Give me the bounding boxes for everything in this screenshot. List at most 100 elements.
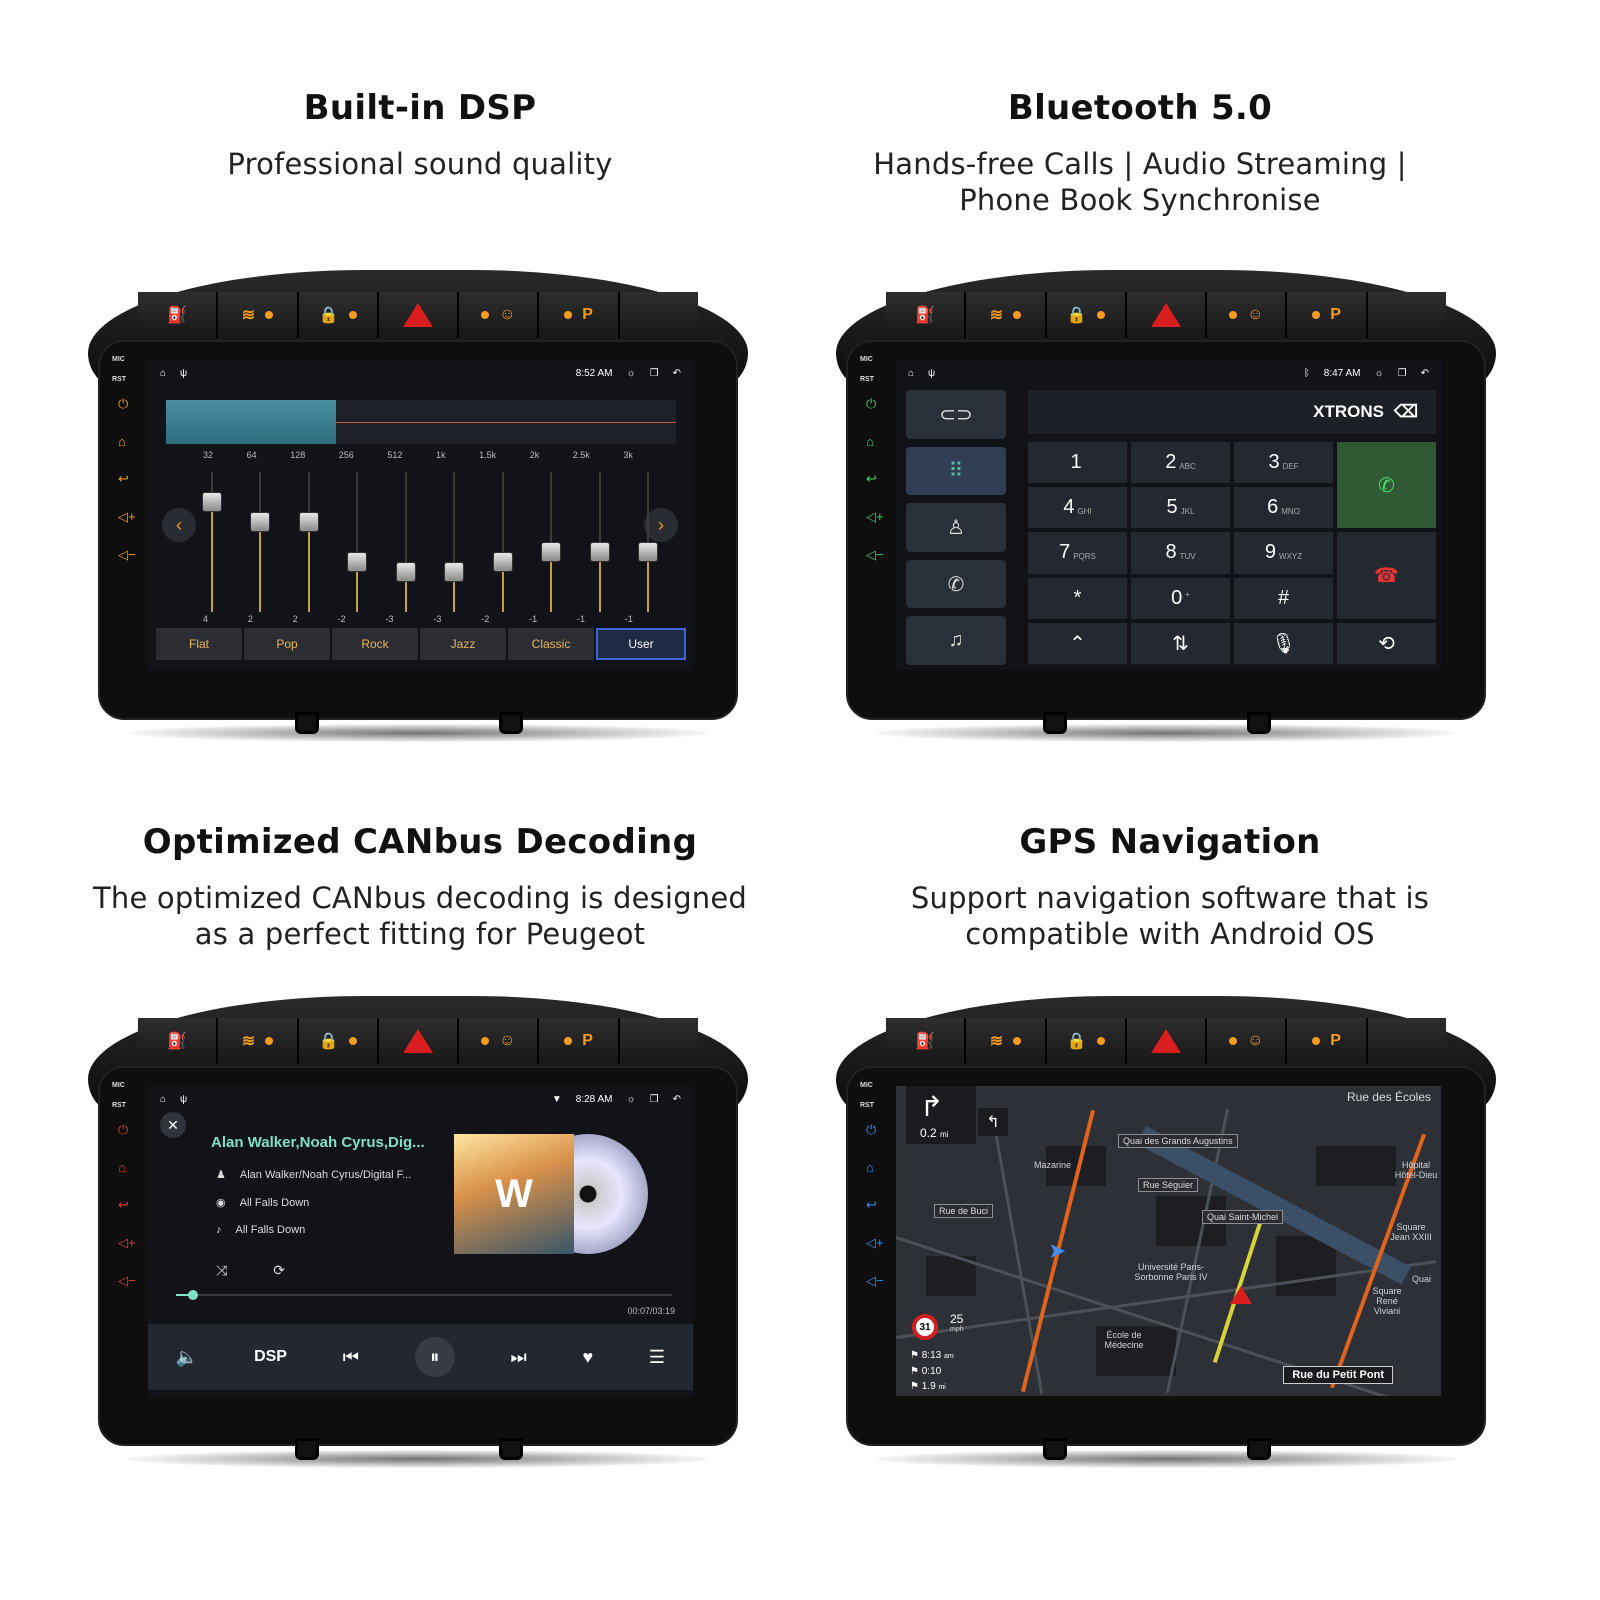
call-button[interactable]: ✆	[1337, 442, 1436, 529]
call-log-tab[interactable]: ✆	[906, 559, 1006, 609]
progress-bar[interactable]	[176, 1290, 672, 1300]
fuel-button[interactable]: ⛽	[138, 292, 219, 338]
eq-slider[interactable]	[249, 472, 271, 612]
mute-button[interactable]: 🎙	[1234, 622, 1333, 664]
key-1[interactable]: 1	[1028, 442, 1127, 484]
back-icon[interactable]: ↶	[672, 1093, 681, 1105]
volume-down-icon[interactable]: ◁−	[866, 1273, 884, 1288]
eq-slider-knob[interactable]	[347, 552, 368, 572]
eq-slider[interactable]	[492, 472, 514, 612]
contacts-tab[interactable]: ♙	[906, 503, 1006, 552]
airbag-button[interactable]: ☺	[1207, 292, 1288, 338]
eq-slider-knob[interactable]	[444, 562, 465, 582]
airbag-button[interactable]: ☺	[1207, 1018, 1288, 1064]
home-icon[interactable]: ⌂	[118, 434, 126, 449]
preset-flat[interactable]: Flat	[156, 628, 242, 660]
hazard-button[interactable]	[378, 1018, 460, 1064]
eq-slider[interactable]	[298, 472, 320, 612]
map[interactable]: ➤ Quai des Grands Augustins Rue Séguier …	[896, 1086, 1441, 1396]
parking-button[interactable]: P	[539, 292, 620, 338]
power-icon[interactable]: ⏻	[118, 1122, 129, 1137]
dialpad-tab[interactable]: ⠿	[906, 446, 1006, 496]
preset-classic[interactable]: Classic	[508, 628, 594, 660]
home-icon[interactable]: ⌂	[866, 1160, 874, 1175]
back-icon[interactable]: ↩	[866, 1197, 877, 1212]
power-icon[interactable]: ⏻	[118, 396, 129, 411]
blank-button[interactable]	[1367, 292, 1446, 338]
eq-slider[interactable]	[395, 472, 417, 612]
switch-button[interactable]: ⟲	[1337, 622, 1436, 664]
music-tab[interactable]: ♫	[906, 616, 1006, 665]
close-button[interactable]: ✕	[160, 1112, 186, 1138]
shuffle-icon[interactable]: ⤨	[216, 1262, 228, 1278]
recent-apps-icon[interactable]: ❐	[1397, 367, 1407, 379]
eq-slider[interactable]	[589, 472, 611, 612]
preset-jazz[interactable]: Jazz	[420, 628, 506, 660]
hang-up-button[interactable]: ☎	[1337, 532, 1436, 619]
home-icon[interactable]: ⌂	[160, 1093, 167, 1105]
brightness-icon[interactable]: ☼	[626, 367, 636, 379]
next-arrow-button[interactable]: ›	[644, 508, 678, 542]
eq-slider[interactable]	[443, 472, 465, 612]
progress-knob[interactable]	[188, 1290, 199, 1300]
hazard-button[interactable]	[1126, 292, 1208, 338]
volume-up-icon[interactable]: ◁+	[118, 1235, 136, 1250]
pause-button[interactable]: ⏸	[414, 1337, 455, 1377]
eq-slider-knob[interactable]	[638, 542, 658, 562]
eq-slider-knob[interactable]	[541, 542, 562, 562]
recent-apps-icon[interactable]: ❐	[649, 367, 659, 379]
parking-button[interactable]: P	[539, 1018, 620, 1064]
volume-icon[interactable]: 🔈	[175, 1346, 199, 1367]
volume-down-icon[interactable]: ◁−	[866, 547, 884, 562]
volume-up-icon[interactable]: ◁+	[866, 509, 884, 524]
back-icon[interactable]: ↩	[118, 1197, 129, 1212]
key-hash[interactable]: #	[1234, 577, 1333, 619]
parking-button[interactable]: P	[1287, 292, 1368, 338]
link-tab[interactable]: ⊂⊃	[906, 390, 1006, 439]
back-icon[interactable]: ↩	[866, 471, 877, 486]
lock-button[interactable]: 🔒	[1046, 292, 1127, 338]
lock-button[interactable]: 🔒	[1046, 1018, 1127, 1064]
fuel-button[interactable]: ⛽	[886, 292, 967, 338]
esp-button[interactable]: ≋	[218, 292, 299, 338]
eq-slider-knob[interactable]	[298, 512, 319, 532]
transfer-button[interactable]: ⇅	[1131, 622, 1230, 664]
eq-slider[interactable]	[637, 472, 659, 612]
eq-slider-knob[interactable]	[395, 562, 416, 582]
airbag-button[interactable]: ☺	[459, 292, 540, 338]
parking-button[interactable]: P	[1287, 1018, 1368, 1064]
previous-icon[interactable]: ⏮	[342, 1346, 359, 1367]
eq-slider-knob[interactable]	[202, 492, 222, 512]
fuel-button[interactable]: ⛽	[138, 1018, 219, 1064]
collapse-button[interactable]: ⌃	[1028, 622, 1127, 664]
home-icon[interactable]: ⌂	[118, 1160, 126, 1175]
blank-button[interactable]	[619, 1018, 698, 1064]
preset-rock[interactable]: Rock	[332, 628, 418, 660]
home-icon[interactable]: ⌂	[908, 367, 915, 379]
blank-button[interactable]	[1367, 1018, 1446, 1064]
eq-slider-knob[interactable]	[250, 512, 271, 532]
volume-down-icon[interactable]: ◁−	[118, 547, 136, 562]
dsp-button[interactable]: DSP	[254, 1348, 287, 1365]
esp-button[interactable]: ≋	[966, 1018, 1047, 1064]
preset-user[interactable]: User	[596, 628, 686, 660]
brightness-icon[interactable]: ☼	[1374, 367, 1384, 379]
home-icon[interactable]: ⌂	[866, 434, 874, 449]
recent-apps-icon[interactable]: ❐	[649, 1093, 659, 1105]
eq-slider-knob[interactable]	[589, 542, 610, 562]
heart-icon[interactable]: ♥	[582, 1346, 594, 1367]
hazard-button[interactable]	[1126, 1018, 1208, 1064]
volume-up-icon[interactable]: ◁+	[118, 509, 136, 524]
back-icon[interactable]: ↶	[1420, 367, 1429, 379]
esp-button[interactable]: ≋	[966, 292, 1047, 338]
blank-button[interactable]	[619, 292, 698, 338]
eq-slider[interactable]	[346, 472, 368, 612]
eq-slider-knob[interactable]	[492, 552, 513, 572]
lock-button[interactable]: 🔒	[298, 292, 379, 338]
back-icon[interactable]: ↶	[672, 367, 681, 379]
